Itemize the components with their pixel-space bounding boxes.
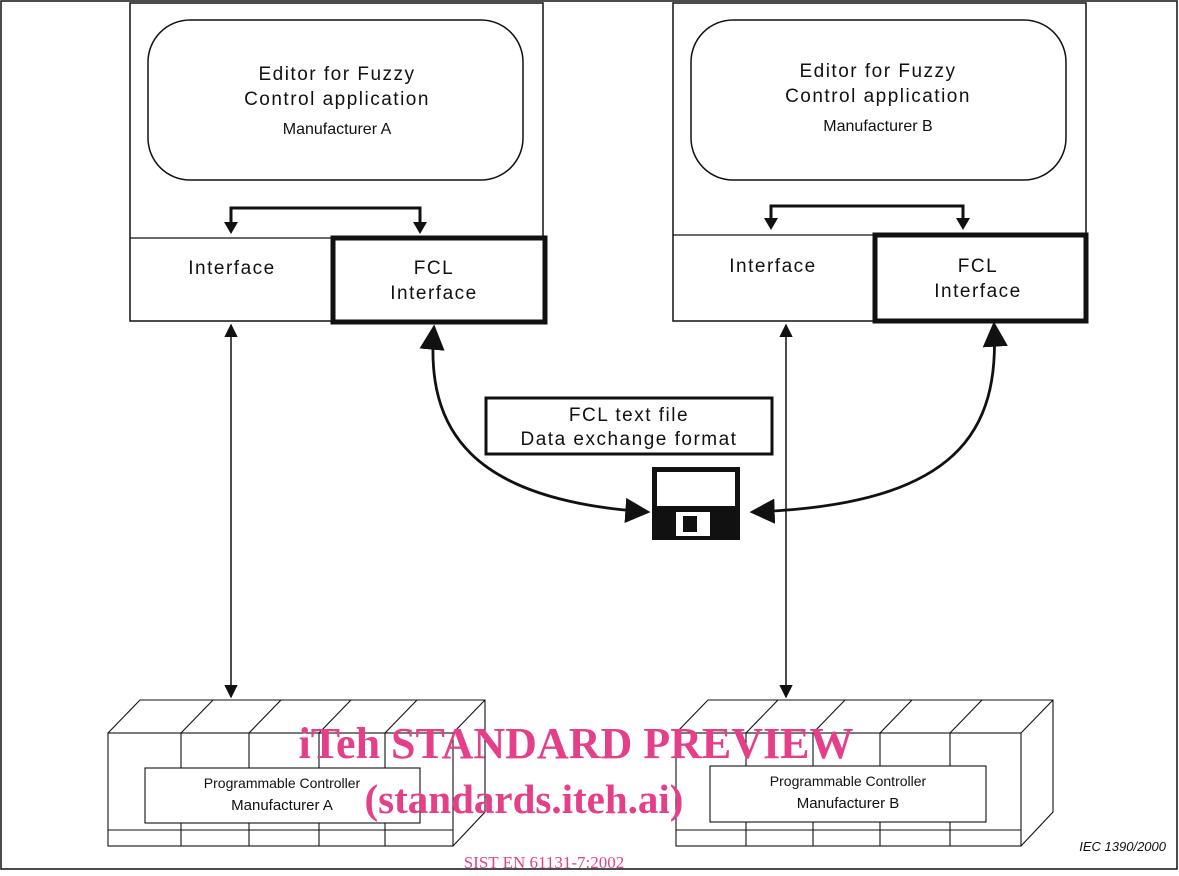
fcl-interface-box-b bbox=[875, 235, 1086, 321]
editor-b-manufacturer: Manufacturer B bbox=[823, 118, 932, 135]
watermark-line2: (standards.iteh.ai) bbox=[365, 776, 684, 822]
editor-system-a: Editor for Fuzzy Control application Man… bbox=[130, 3, 545, 322]
editor-a-manufacturer: Manufacturer A bbox=[283, 121, 392, 138]
plc-b-label-line1: Programmable Controller bbox=[770, 773, 927, 789]
watermark-standard-code: SIST EN 61131-7:2002 bbox=[464, 853, 625, 871]
editor-b-title-line1: Editor for Fuzzy bbox=[799, 61, 956, 82]
editor-a-title-line1: Editor for Fuzzy bbox=[258, 64, 415, 85]
link-fcl-b-to-file bbox=[752, 324, 995, 512]
fcl-interface-b-line1: FCL bbox=[958, 256, 998, 277]
fcl-interface-b-line2: Interface bbox=[934, 281, 1021, 302]
editor-a-title-line2: Control application bbox=[244, 89, 430, 110]
watermark-line1: iTeh STANDARD PREVIEW bbox=[299, 719, 854, 768]
fcl-interface-a-line1: FCL bbox=[414, 258, 454, 279]
plc-a-label-line1: Programmable Controller bbox=[204, 775, 361, 791]
fcl-interface-box-a bbox=[333, 238, 545, 322]
editor-system-b: Editor for Fuzzy Control application Man… bbox=[673, 3, 1086, 321]
interface-label-a: Interface bbox=[188, 258, 275, 279]
fcl-file-line1: FCL text file bbox=[569, 405, 689, 426]
interface-label-b: Interface bbox=[729, 256, 816, 277]
fcl-interface-a-line2: Interface bbox=[390, 283, 477, 304]
plc-b-label-line2: Manufacturer B bbox=[797, 795, 900, 812]
plc-a-label-line2: Manufacturer A bbox=[231, 797, 333, 814]
fcl-file-line2: Data exchange format bbox=[521, 429, 738, 450]
editor-b-title-line2: Control application bbox=[785, 86, 971, 107]
diskette-icon bbox=[652, 467, 740, 540]
figure-id: IEC 1390/2000 bbox=[1079, 839, 1167, 854]
